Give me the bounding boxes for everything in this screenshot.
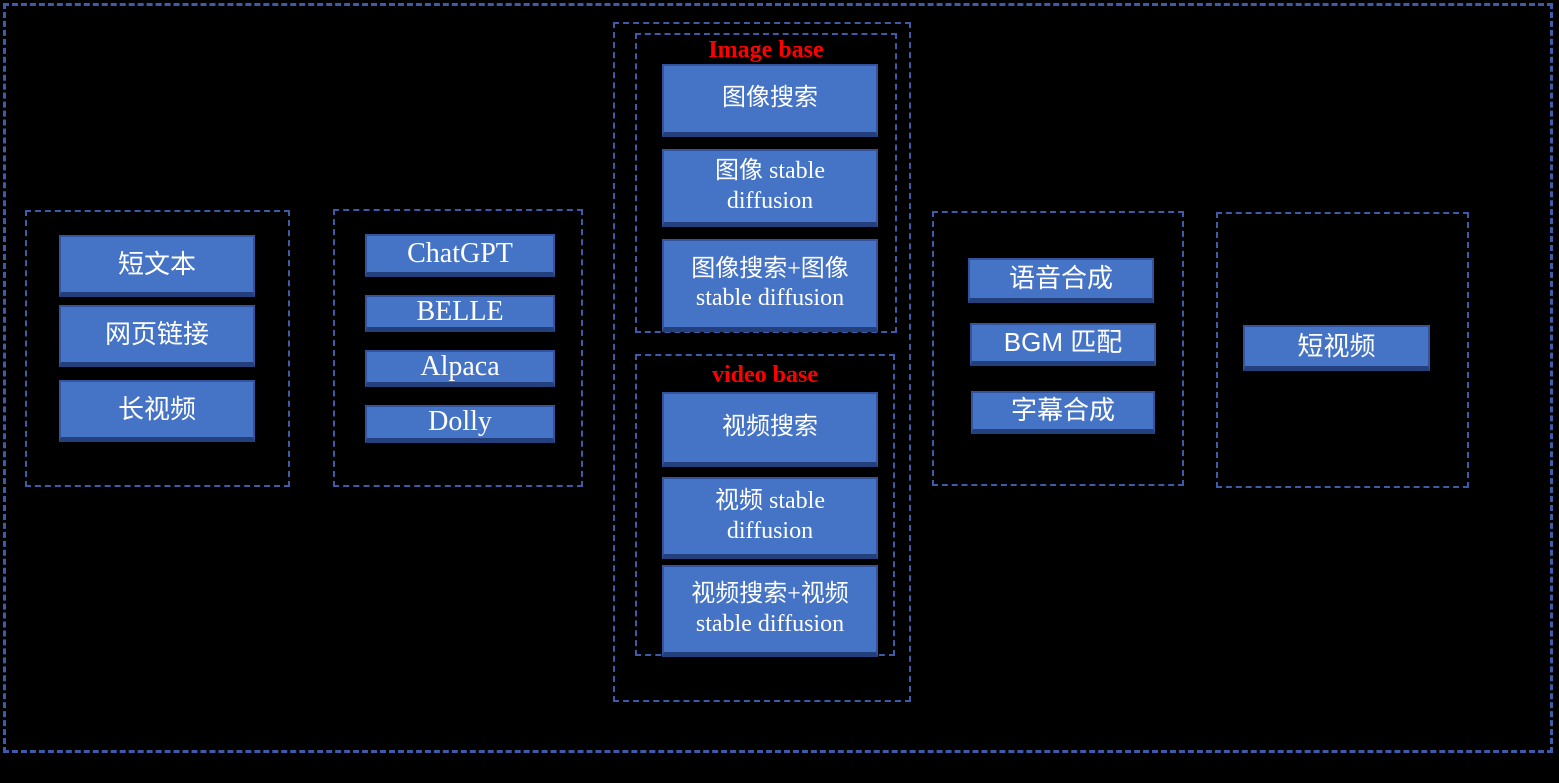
group-llm-models: ChatGPT BELLE Alpaca Dolly: [333, 209, 583, 487]
section-title-video-base: video base: [711, 362, 818, 388]
node-short-text: 短文本: [59, 235, 255, 297]
node-video-search: 视频搜索: [662, 392, 878, 467]
node-video-search-plus-stable-diffusion: 视频搜索+视频 stable diffusion: [662, 565, 878, 657]
section-image-base: Image base 图像搜索 图像 stable diffusion 图像搜索…: [635, 33, 897, 333]
node-long-video: 长视频: [59, 380, 255, 442]
group-output: 短视频: [1216, 212, 1469, 488]
group-input-sources: 短文本 网页链接 长视频: [25, 210, 290, 487]
node-video-stable-diffusion: 视频 stable diffusion: [662, 477, 878, 559]
node-dolly: Dolly: [365, 405, 555, 443]
section-video-base: video base 视频搜索 视频 stable diffusion 视频搜索…: [635, 354, 895, 657]
node-short-video: 短视频: [1243, 325, 1430, 371]
section-title-image-base: Image base: [708, 37, 824, 63]
pipeline-outer-frame: [3, 3, 1553, 753]
node-chatgpt: ChatGPT: [365, 234, 555, 277]
node-image-search: 图像搜索: [662, 64, 878, 137]
node-speech-synthesis: 语音合成: [968, 258, 1154, 303]
node-subtitle-synthesis: 字幕合成: [971, 391, 1155, 434]
node-web-link: 网页链接: [59, 305, 255, 367]
node-image-search-plus-stable-diffusion: 图像搜索+图像 stable diffusion: [662, 239, 878, 332]
node-belle: BELLE: [365, 295, 555, 332]
node-bgm-matching: BGM 匹配: [970, 323, 1156, 366]
group-media-base: Image base 图像搜索 图像 stable diffusion 图像搜索…: [613, 22, 911, 702]
node-alpaca: Alpaca: [365, 350, 555, 387]
node-image-stable-diffusion: 图像 stable diffusion: [662, 149, 878, 227]
group-av-synthesis: 语音合成 BGM 匹配 字幕合成: [932, 211, 1184, 486]
